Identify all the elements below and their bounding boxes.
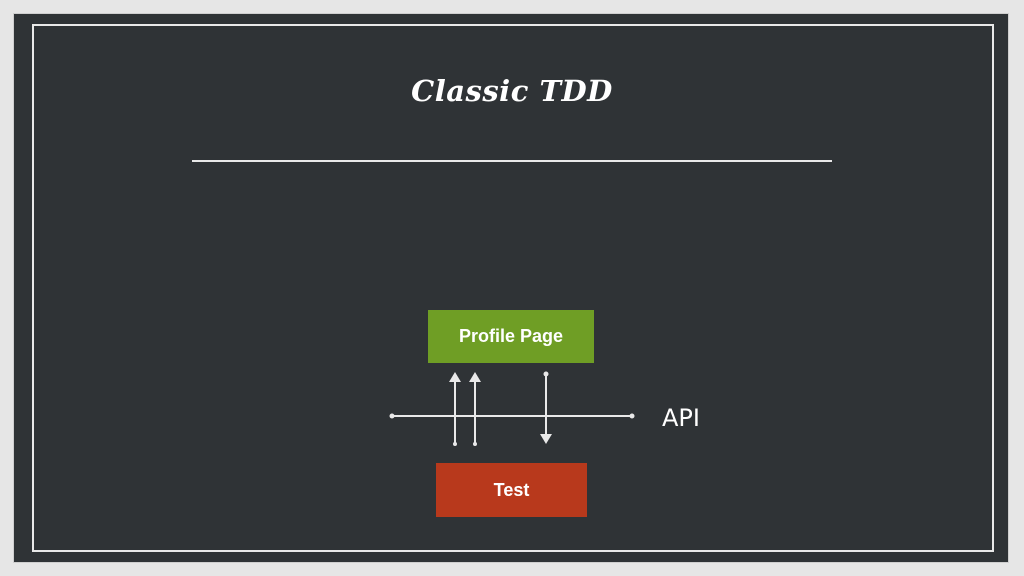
slide-frame <box>32 24 994 552</box>
profile-page-label: Profile Page <box>458 326 564 346</box>
down-arrow-head <box>540 434 552 444</box>
test-label: Test <box>493 479 530 500</box>
up-arrow-1-head <box>449 372 461 382</box>
profile-page-box: Profile Page <box>428 310 594 363</box>
title-divider <box>192 160 832 162</box>
down-arrow-tail <box>543 371 549 377</box>
api-line-endpoint-right <box>629 413 635 419</box>
api-line-endpoint-left <box>389 413 395 419</box>
test-box: Test <box>436 463 587 517</box>
up-arrow-1-tail <box>453 442 457 446</box>
slide-title: Classic TDD <box>411 74 613 108</box>
up-arrow-2-head <box>469 372 481 382</box>
up-arrow-2-tail <box>473 442 477 446</box>
api-label: API <box>662 404 700 432</box>
